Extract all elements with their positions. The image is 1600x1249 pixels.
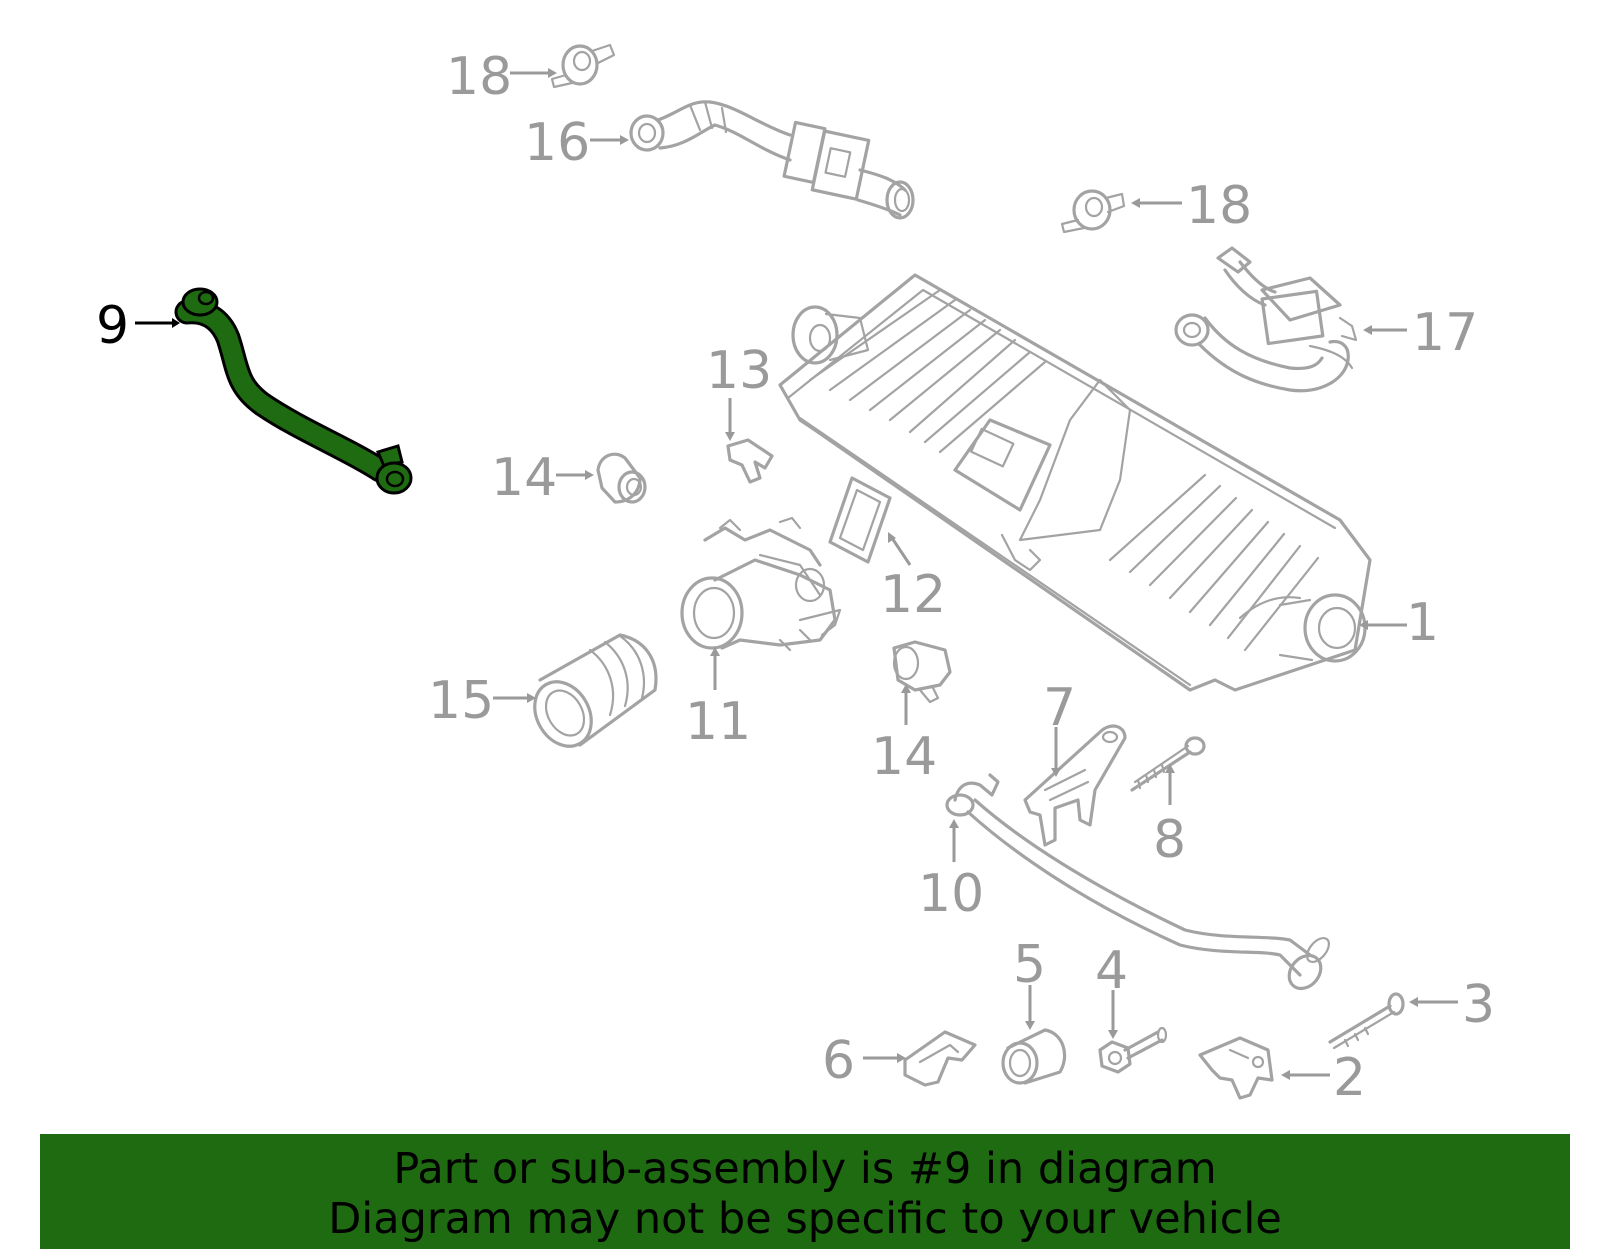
part-18-clip-right[interactable] [1060, 189, 1126, 234]
callout-3[interactable]: 3 [1462, 975, 1495, 1035]
callout-12[interactable]: 12 [880, 565, 946, 625]
arrow-12 [890, 537, 912, 566]
callout-9[interactable]: 9 [96, 296, 129, 356]
part-7-bracket[interactable] [1023, 724, 1127, 847]
arrowhead-9 [172, 318, 180, 328]
part-12-gasket[interactable] [828, 476, 892, 564]
callout-11[interactable]: 11 [685, 692, 751, 752]
part-15-coupler[interactable] [523, 633, 658, 756]
part-9-hose[interactable] [174, 287, 413, 495]
callout-14-upper[interactable]: 14 [491, 448, 557, 508]
part-5-bushing[interactable] [1001, 1028, 1067, 1085]
part-10-hose[interactable] [945, 773, 1333, 995]
callout-2[interactable]: 2 [1333, 1048, 1366, 1108]
part-6-clip[interactable] [903, 1030, 977, 1087]
part-4-bolt[interactable] [1098, 1026, 1168, 1074]
callout-5[interactable]: 5 [1013, 935, 1046, 995]
part-3-bolt[interactable] [1328, 992, 1405, 1050]
part-1-intercooler[interactable] [778, 273, 1372, 692]
part-11-throttle-body[interactable] [680, 516, 842, 652]
callout-13[interactable]: 13 [706, 341, 772, 401]
part-14-sensor-lower[interactable] [892, 640, 952, 704]
part-14-sensor-upper[interactable] [596, 452, 647, 504]
callout-18-right[interactable]: 18 [1186, 176, 1252, 236]
info-banner: Part or sub-assembly is #9 in diagram Di… [40, 1134, 1570, 1249]
callout-8[interactable]: 8 [1153, 810, 1186, 870]
part-17-hose[interactable] [1174, 246, 1358, 393]
banner-line-disclaimer: Diagram may not be specific to your vehi… [328, 1194, 1282, 1244]
banner-line-part: Part or sub-assembly is #9 in diagram [393, 1144, 1217, 1194]
callout-labels: 1 2 3 4 5 6 7 8 9 10 11 12 13 14 14 15 1… [96, 47, 1495, 1108]
part-13-clip[interactable] [726, 438, 774, 484]
callout-4[interactable]: 4 [1095, 941, 1128, 1001]
part-16-hose[interactable] [629, 100, 915, 220]
callout-16[interactable]: 16 [524, 113, 590, 173]
callout-7[interactable]: 7 [1043, 678, 1076, 738]
callout-14-lower[interactable]: 14 [871, 727, 937, 787]
callout-17[interactable]: 17 [1412, 303, 1478, 363]
callout-15[interactable]: 15 [428, 671, 494, 731]
callout-arrows [135, 68, 1458, 1080]
callout-18-top[interactable]: 18 [446, 47, 512, 107]
part-2-bracket[interactable] [1198, 1036, 1274, 1100]
callout-1[interactable]: 1 [1406, 593, 1439, 653]
part-8-bolt[interactable] [1130, 736, 1206, 792]
callout-10[interactable]: 10 [918, 864, 984, 924]
callout-6[interactable]: 6 [822, 1031, 855, 1091]
part-18-clip-top[interactable] [550, 43, 616, 89]
